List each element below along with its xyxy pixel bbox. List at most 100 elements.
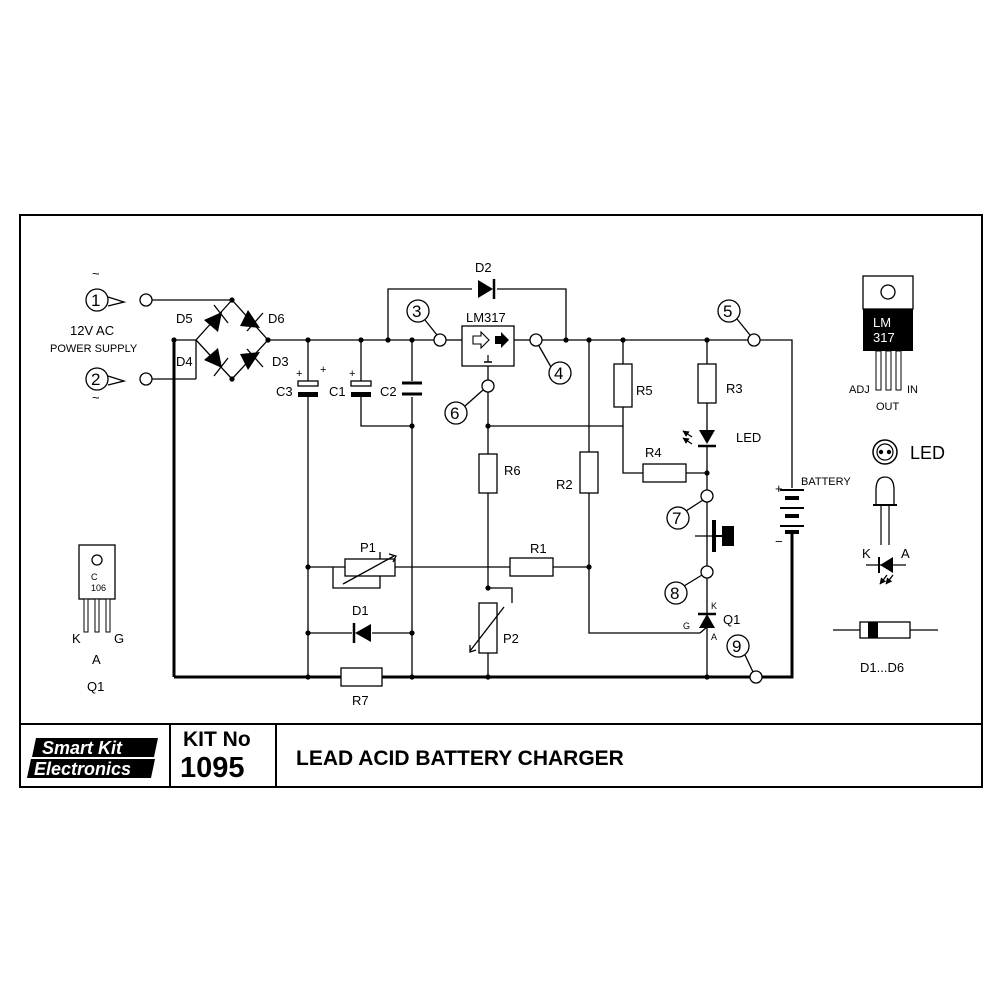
node-1-bubble (85, 288, 109, 312)
svg-text:K: K (711, 601, 717, 611)
svg-text:9: 9 (732, 637, 741, 656)
svg-text:+: + (775, 481, 783, 496)
resistor-r7: R7 (340, 667, 383, 708)
svg-text:K: K (72, 631, 81, 646)
svg-text:7: 7 (672, 509, 681, 528)
svg-text:R5: R5 (636, 383, 653, 398)
svg-text:6: 6 (450, 404, 459, 423)
lm317-package: LM 317 ADJ IN OUT (849, 275, 918, 413)
brand-line-1: Smart Kit (42, 738, 123, 758)
push-button-switch (695, 520, 734, 552)
d5-label: D5 (176, 311, 193, 326)
ac-symbol-top: ~ (92, 266, 100, 281)
node-2-bubble (85, 367, 109, 391)
d4-label: D4 (176, 354, 193, 369)
resistor-r2: R2 (556, 451, 599, 494)
input-section: ~ 1 12V AC POWER SUPPLY 2 ~ (50, 266, 153, 405)
svg-text:R6: R6 (504, 463, 521, 478)
node-5: 5 (717, 299, 761, 347)
ac-symbol-bottom: ~ (92, 390, 100, 405)
lm317-label: LM317 (466, 310, 506, 325)
svg-text:G: G (683, 621, 690, 631)
d2-label: D2 (475, 260, 492, 275)
node-9: 9 (726, 634, 763, 684)
node-1-label: 1 (91, 291, 100, 310)
diode-legend: D1...D6 (833, 621, 938, 675)
wires (152, 288, 794, 679)
trimmer-p2: P2 (469, 602, 519, 654)
resistor-r6: R6 (478, 453, 521, 494)
svg-text:Q1: Q1 (723, 612, 740, 627)
svg-text:R2: R2 (556, 477, 573, 492)
kit-label: KIT No (183, 728, 251, 751)
led-indicator: LED (682, 430, 761, 448)
led-legend: LED K A (862, 439, 945, 585)
brand-logo: Smart Kit Electronics (27, 738, 158, 779)
svg-text:317: 317 (873, 330, 895, 345)
svg-text:K: K (862, 546, 871, 561)
svg-text:4: 4 (554, 364, 563, 383)
svg-text:C: C (91, 572, 98, 582)
node-7: 7 (666, 489, 714, 530)
capacitor-c3: + + C3 (276, 364, 326, 399)
svg-text:LED: LED (736, 430, 761, 445)
diagram-title: LEAD ACID BATTERY CHARGER (296, 747, 624, 770)
svg-text:R4: R4 (645, 445, 662, 460)
svg-text:LED: LED (910, 443, 945, 463)
svg-text:D1...D6: D1...D6 (860, 660, 904, 675)
regulator-lm317: LM317 (461, 310, 515, 367)
svg-text:+: + (320, 364, 326, 376)
diode-d1: D1 (352, 603, 371, 643)
d6-label: D6 (268, 311, 285, 326)
brand-line-2: Electronics (34, 759, 131, 779)
svg-text:Q1: Q1 (87, 679, 104, 694)
svg-text:OUT: OUT (876, 401, 900, 413)
scr-q1: K A G Q1 (683, 601, 740, 642)
diode-d2: D2 (475, 260, 496, 299)
node-2-label: 2 (91, 370, 100, 389)
terminal-2 (139, 372, 153, 386)
svg-text:R1: R1 (530, 541, 547, 556)
svg-text:+: + (296, 368, 302, 380)
svg-text:IN: IN (907, 384, 918, 396)
svg-text:3: 3 (412, 302, 421, 321)
d3-label: D3 (272, 354, 289, 369)
resistor-r1: R1 (509, 541, 554, 577)
node-4: 4 (529, 333, 572, 385)
resistor-r4: R4 (642, 445, 687, 483)
svg-text:5: 5 (723, 302, 732, 321)
svg-text:R7: R7 (352, 693, 369, 708)
kit-number: 1095 (180, 752, 245, 784)
svg-text:P2: P2 (503, 631, 519, 646)
q1-package: C 106 K G A Q1 (72, 544, 124, 694)
input-voltage-label: 12V AC (70, 323, 114, 338)
svg-text:8: 8 (670, 584, 679, 603)
svg-text:A: A (901, 546, 910, 561)
battery: + − BATTERY (775, 476, 851, 549)
battery-label: BATTERY (801, 476, 851, 488)
svg-text:P1: P1 (360, 540, 376, 555)
svg-text:A: A (92, 652, 101, 667)
capacitor-c2: C2 (380, 381, 422, 399)
svg-text:106: 106 (91, 583, 106, 593)
node-6: 6 (444, 379, 495, 425)
svg-text:R3: R3 (726, 381, 743, 396)
svg-text:LM: LM (873, 315, 891, 330)
svg-text:G: G (114, 631, 124, 646)
c2-label: C2 (380, 384, 397, 399)
svg-text:−: − (775, 534, 783, 549)
terminal-1 (139, 293, 153, 307)
node-3: 3 (406, 299, 447, 347)
outer-frame (19, 214, 983, 788)
capacitor-c1: + C1 (329, 368, 372, 399)
c3-label: C3 (276, 384, 293, 399)
svg-text:A: A (711, 632, 717, 642)
c1-label: C1 (329, 384, 346, 399)
bridge-rectifier: D5 D6 D4 D3 (176, 299, 289, 380)
input-supply-label: POWER SUPPLY (50, 343, 138, 355)
svg-text:+: + (349, 368, 355, 380)
resistor-r5: R5 (613, 363, 653, 408)
resistor-r3: R3 (697, 363, 743, 404)
svg-text:D1: D1 (352, 603, 369, 618)
